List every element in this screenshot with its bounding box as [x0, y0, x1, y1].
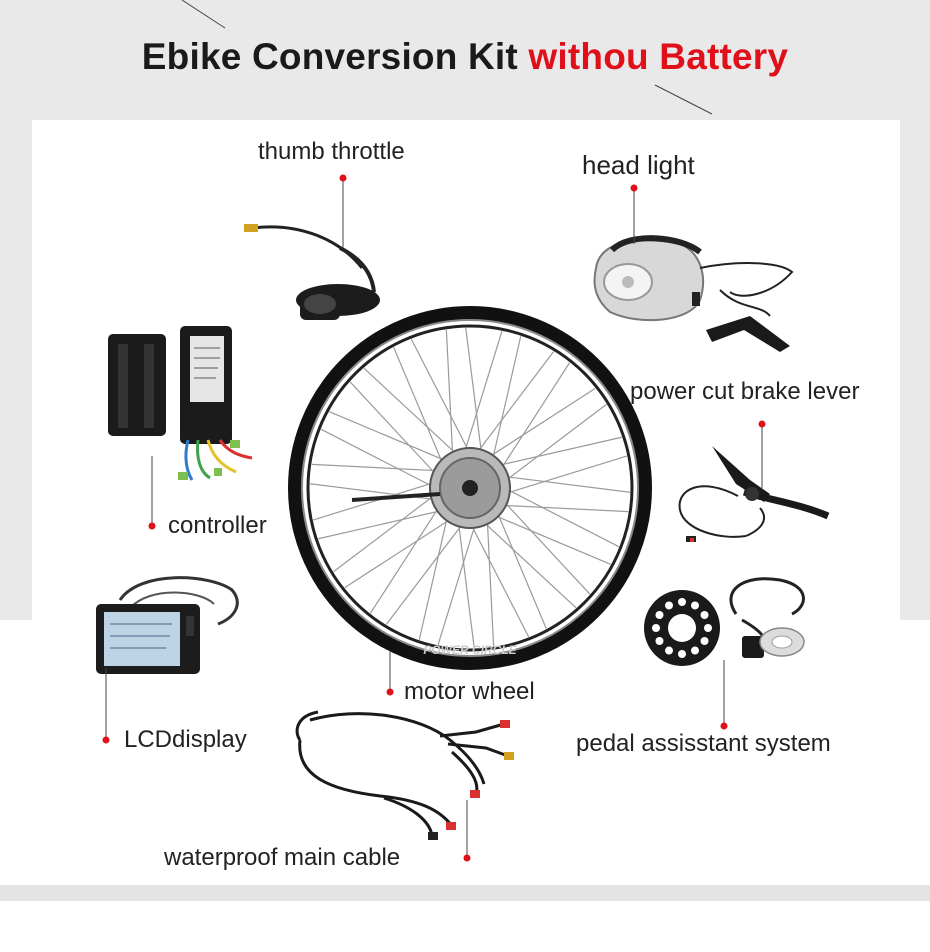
- decor-line-top: [181, 0, 226, 29]
- wheel-spoke: [318, 507, 454, 540]
- wheel-spoke: [309, 483, 448, 502]
- wheel-spoke: [489, 504, 629, 513]
- pas-disc-hole: [678, 650, 686, 658]
- wheel-spoke: [445, 329, 454, 469]
- wheel-spoke: [486, 507, 495, 647]
- label-thumb-throttle: thumb throttle: [258, 138, 405, 165]
- pas-disc-hole: [665, 646, 673, 655]
- pas-disc-hole: [700, 637, 709, 645]
- wheel-spoke: [369, 496, 447, 614]
- dot-pedal-assist: [720, 722, 728, 730]
- label-controller: controller: [168, 512, 267, 539]
- wheel-spoke: [333, 487, 445, 573]
- dot-main-cable: [463, 854, 471, 862]
- decor-line-right: [654, 84, 713, 115]
- wheel-spoke: [410, 338, 476, 463]
- pas-disc-hole: [704, 624, 712, 632]
- wheel-spoke: [491, 500, 547, 629]
- wheel-spoke: [344, 511, 462, 589]
- wheel-spoke: [329, 411, 458, 467]
- wheel-spoke: [363, 367, 466, 463]
- wheel-spoke: [489, 336, 522, 472]
- rim-text: POWER CIRCLE: [423, 643, 517, 657]
- thumb-throttle-image: [244, 224, 380, 320]
- dot-thumb-throttle: [339, 174, 347, 182]
- bottom-strip: [0, 885, 930, 901]
- brake-lever-image: [678, 446, 830, 542]
- wheel-spoke: [393, 347, 449, 476]
- label-pedal-assist: pedal assisstant system: [576, 730, 831, 757]
- label-motor-wheel: motor wheel: [404, 678, 535, 705]
- wheel-spoke: [478, 387, 596, 465]
- wheel-spoke: [486, 436, 622, 469]
- pedal-assist-image: [644, 577, 805, 666]
- pas-disc-hole: [678, 598, 686, 606]
- wheel-spoke: [464, 513, 530, 638]
- wheel-spoke: [418, 504, 451, 640]
- title-main: Ebike Conversion Kit: [141, 36, 529, 77]
- lcd-display-image: [96, 576, 239, 674]
- leader-dots: [102, 174, 766, 862]
- wheel-spoke: [320, 428, 445, 494]
- wheel-spoke: [349, 381, 445, 484]
- wheel-spoke: [493, 362, 571, 480]
- wheel-spoke: [474, 513, 577, 609]
- pas-disc-hole: [665, 601, 673, 610]
- wheel-spoke: [482, 509, 611, 565]
- pas-disc-hole: [691, 646, 699, 655]
- title-highlight: withou Battery: [528, 36, 789, 77]
- label-lcd-display: LCDdisplay: [124, 726, 247, 753]
- dot-lcd: [102, 736, 110, 744]
- wheel-spoke: [465, 327, 484, 466]
- wheel-spoke: [437, 512, 480, 645]
- pas-disc-hole: [652, 624, 660, 632]
- controller-image: [108, 326, 253, 481]
- pas-disc-hole: [655, 611, 664, 619]
- dot-brake-lever: [758, 420, 766, 428]
- wheel-spoke: [495, 403, 607, 489]
- dot-head-light: [630, 184, 638, 192]
- dot-controller: [148, 522, 156, 530]
- label-main-cable: waterproof main cable: [164, 844, 401, 871]
- wheel-spoke: [385, 513, 471, 625]
- label-power-cut-brake-lever: power cut brake lever: [630, 378, 860, 405]
- wheel-spoke: [492, 474, 631, 493]
- pas-disc-hole: [700, 611, 709, 619]
- pas-disc-hole: [655, 637, 664, 645]
- main-cable-image: [295, 710, 514, 840]
- wheel-spoke: [495, 492, 591, 595]
- wheel-spoke: [456, 510, 475, 649]
- wheel-spoke: [469, 351, 555, 463]
- motor-wheel-image: POWER CIRCLE: [288, 306, 652, 670]
- pas-disc-hole: [691, 601, 699, 610]
- wheel-spoke: [311, 463, 451, 472]
- wheel-spoke: [495, 482, 620, 548]
- wheel-spoke: [460, 331, 503, 464]
- label-head-light: head light: [582, 150, 695, 180]
- leader-lines: [105, 178, 763, 856]
- head-light-image: [593, 235, 794, 352]
- page-title: Ebike Conversion Kit withou Battery: [0, 36, 930, 78]
- wheel-spoke: [494, 455, 627, 498]
- dot-motor-wheel: [386, 688, 394, 696]
